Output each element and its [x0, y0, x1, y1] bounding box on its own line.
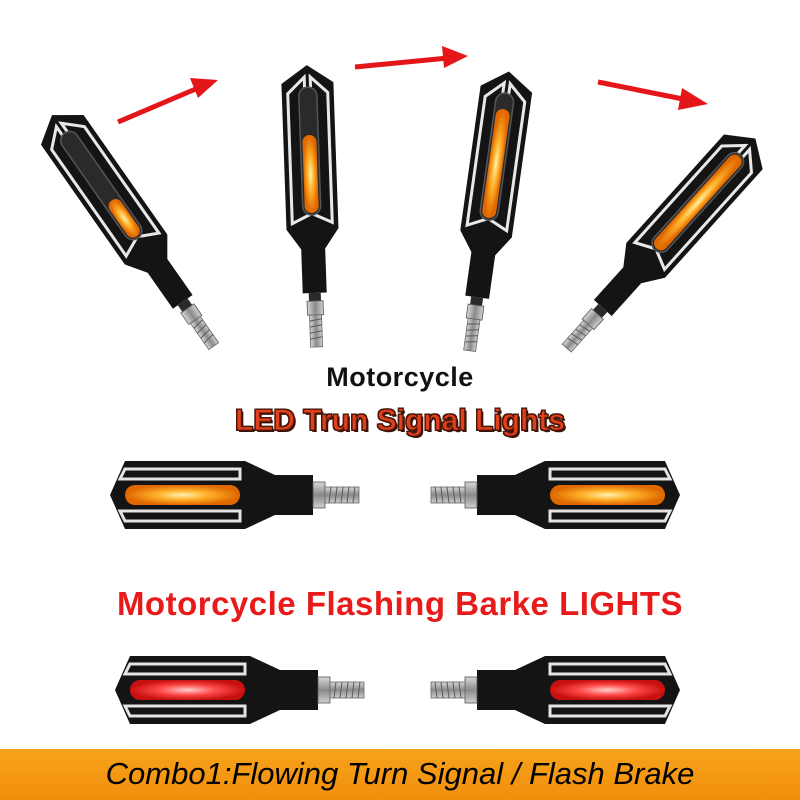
signal-light-frame-3 [442, 66, 537, 356]
amber-signal-left [108, 459, 361, 531]
product-heading: Motorcycle [326, 362, 474, 392]
product-subheading: LED Trun Signal Lights [235, 404, 566, 438]
arrow-icon [117, 78, 218, 125]
signal-light-frame-1 [29, 98, 237, 363]
combo-banner [0, 749, 800, 800]
red-brake-light-right [429, 654, 682, 726]
arrow-icon [354, 46, 468, 70]
arrow-icon [597, 79, 708, 110]
signal-light-frame-2 [279, 62, 345, 350]
combo-banner-text: Combo1:Flowing Turn Signal / Flash Brake [105, 756, 695, 791]
amber-signal-right [429, 459, 682, 531]
brake-lights-heading: Motorcycle Flashing Barke LIGHTS [116, 585, 684, 622]
red-brake-light-left [113, 654, 366, 726]
signal-light-frame-4 [545, 119, 777, 367]
